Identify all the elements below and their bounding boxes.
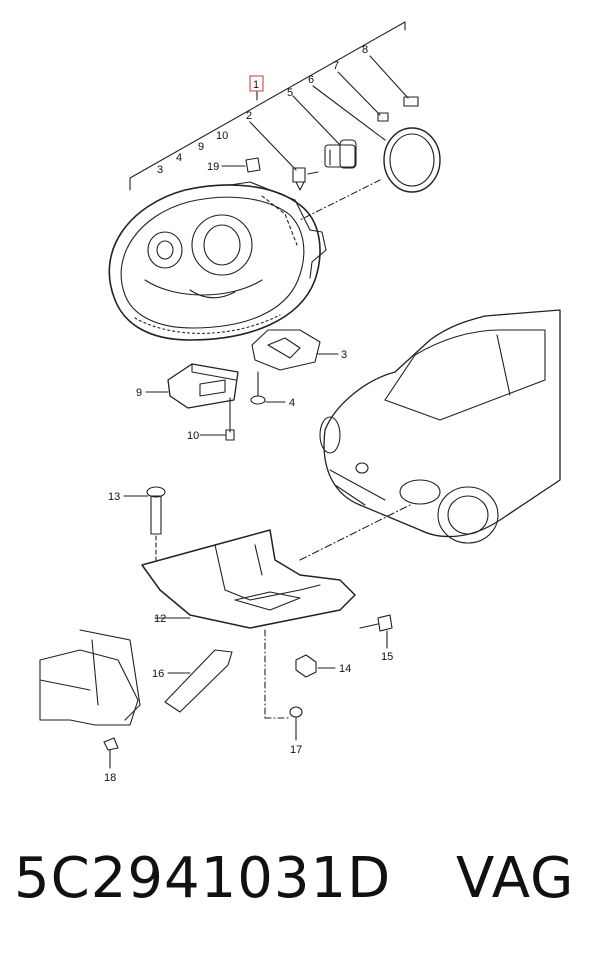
callout-4: 4: [289, 397, 295, 409]
trim-strip-part-16: [164, 649, 233, 713]
bolt-part-10: [199, 397, 235, 441]
control-unit-part-9: [145, 363, 239, 409]
callout-5: 5: [287, 87, 293, 99]
callout-13: 13: [108, 491, 120, 503]
callout-19: 19: [207, 161, 219, 173]
screw-part-17: [264, 706, 303, 741]
callout-6: 6: [308, 74, 314, 86]
screw-part-4: [250, 371, 286, 405]
headlight-assembly: [108, 181, 327, 341]
callout-3: 3: [341, 349, 347, 361]
group-bracket: [129, 21, 406, 191]
brand-label: VAG: [456, 846, 575, 911]
bolt-part-13: [123, 486, 166, 561]
bolt-part-8: [369, 55, 419, 107]
callout-17: 17: [290, 744, 302, 756]
callout-7: 7: [333, 60, 339, 72]
callout-4-top: 4: [176, 152, 182, 164]
screw-part-2: [249, 121, 319, 191]
callout-12: 12: [154, 613, 166, 625]
bracket-part-12: [141, 529, 356, 629]
callout-9-top: 9: [198, 141, 204, 153]
bumper-carrier: [39, 629, 141, 726]
callout-8: 8: [362, 44, 368, 56]
footer: 5C2941031D VAG: [0, 838, 600, 938]
cover-cap-part-6: [299, 85, 441, 221]
callout-18: 18: [104, 772, 116, 784]
callout-3-top: 3: [157, 164, 163, 176]
callout-16: 16: [152, 668, 164, 680]
nut-part-14: [264, 629, 336, 719]
callout-10: 10: [187, 430, 199, 442]
callout-1: 1: [253, 79, 259, 91]
callout-10-top: 10: [216, 130, 228, 142]
part-number: 5C2941031D: [14, 846, 392, 911]
bolt-part-7: [337, 71, 389, 122]
callout-14: 14: [339, 663, 351, 675]
screw-part-15: [359, 614, 393, 649]
callout-15: 15: [381, 651, 393, 663]
bulb-holder-part-5: [292, 95, 357, 169]
callout-2: 2: [246, 110, 252, 122]
screw-part-18: [103, 737, 119, 769]
plug-part-19: [221, 157, 261, 173]
callout-1-highlight-box: [249, 75, 264, 92]
holder-part-3: [251, 329, 339, 371]
callout-9: 9: [136, 387, 142, 399]
car-illustration: [319, 309, 561, 544]
